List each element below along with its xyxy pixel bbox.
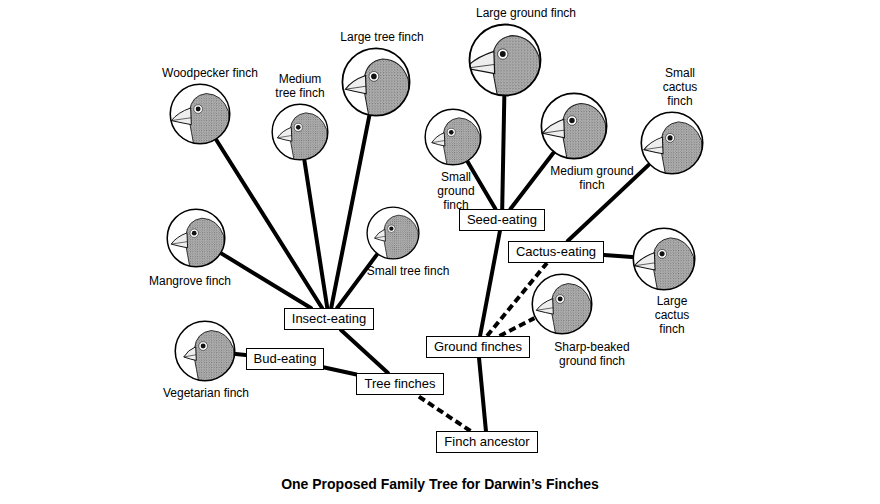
branch-label: Ground finches bbox=[434, 339, 522, 354]
finch-head bbox=[341, 47, 411, 117]
tree-branch bbox=[337, 255, 377, 308]
finch-circle: Vegetarian finch bbox=[174, 320, 236, 382]
branch-box: Insect-eating bbox=[284, 308, 374, 330]
finch-name: Small tree finch bbox=[353, 264, 463, 278]
finch-circle: Small tree finch bbox=[366, 206, 420, 260]
finch-head bbox=[174, 320, 236, 382]
tree-branch bbox=[480, 231, 500, 336]
tree-branch bbox=[341, 330, 388, 373]
finch-head bbox=[640, 111, 704, 175]
finch-head bbox=[468, 23, 542, 97]
finch-head bbox=[366, 206, 420, 260]
branch-label: Insect-eating bbox=[292, 311, 366, 326]
finch-name: Mangrove finch bbox=[135, 274, 245, 288]
branch-label: Tree finches bbox=[364, 376, 435, 391]
branch-box: Cactus-eating bbox=[508, 241, 604, 263]
branch-label: Cactus-eating bbox=[516, 244, 596, 259]
branch-box: Tree finches bbox=[356, 373, 443, 395]
branch-box: Bud-eating bbox=[246, 348, 325, 370]
tree-branch bbox=[331, 116, 369, 308]
finch-name: Vegetarian finch bbox=[151, 386, 261, 400]
branch-box: Ground finches bbox=[426, 336, 530, 358]
finch-circle: Large ground finch bbox=[468, 23, 542, 97]
finch-head bbox=[166, 208, 226, 268]
branch-box: Finch ancestor bbox=[436, 431, 537, 453]
finch-head bbox=[531, 273, 593, 335]
finch-name: Medium tree finch bbox=[270, 72, 330, 100]
finch-name: Sharp-beaked ground finch bbox=[547, 340, 637, 368]
branch-label: Finch ancestor bbox=[444, 434, 529, 449]
finch-name: Large ground finch bbox=[461, 6, 591, 20]
finch-name: Woodpecker finch bbox=[150, 66, 270, 80]
finch-head bbox=[540, 92, 608, 160]
finch-circle: Small ground finch bbox=[424, 108, 482, 166]
tree-branch bbox=[236, 352, 246, 357]
finch-circle: Large cactus finch bbox=[632, 227, 696, 291]
finch-name: Large tree finch bbox=[327, 30, 437, 44]
finch-circle: Medium ground finch bbox=[540, 92, 608, 160]
finch-head bbox=[169, 83, 231, 145]
finch-name: Small ground finch bbox=[426, 170, 486, 212]
tree-branch bbox=[479, 358, 486, 431]
tree-branch bbox=[510, 153, 553, 209]
finch-circle: Large tree finch bbox=[341, 47, 411, 117]
branch-label: Bud-eating bbox=[254, 351, 317, 366]
finch-name: Medium ground finch bbox=[547, 164, 637, 192]
branch-label: Seed-eating bbox=[467, 212, 537, 227]
finch-circle: Small cactus finch bbox=[640, 111, 704, 175]
branch-box: Seed-eating bbox=[459, 209, 545, 231]
finch-head bbox=[424, 108, 482, 166]
finch-head bbox=[632, 227, 696, 291]
tree-branch bbox=[324, 368, 356, 375]
finch-circle: Woodpecker finch bbox=[169, 83, 231, 145]
tree-branch bbox=[499, 318, 534, 336]
finch-circle: Medium tree finch bbox=[271, 103, 329, 161]
finch-head bbox=[271, 103, 329, 161]
finch-name: Large cactus finch bbox=[642, 294, 702, 336]
tree-branch bbox=[416, 395, 470, 431]
tree-branch bbox=[222, 254, 311, 308]
tree-branch bbox=[304, 161, 327, 308]
finch-name: Small cactus finch bbox=[650, 66, 710, 108]
tree-branch bbox=[502, 97, 504, 209]
tree-branch bbox=[604, 255, 632, 257]
finch-circle: Sharp-beaked ground finch bbox=[531, 273, 593, 335]
finch-circle: Mangrove finch bbox=[166, 208, 226, 268]
figure-title: One Proposed Family Tree for Darwin’s Fi… bbox=[281, 476, 599, 492]
